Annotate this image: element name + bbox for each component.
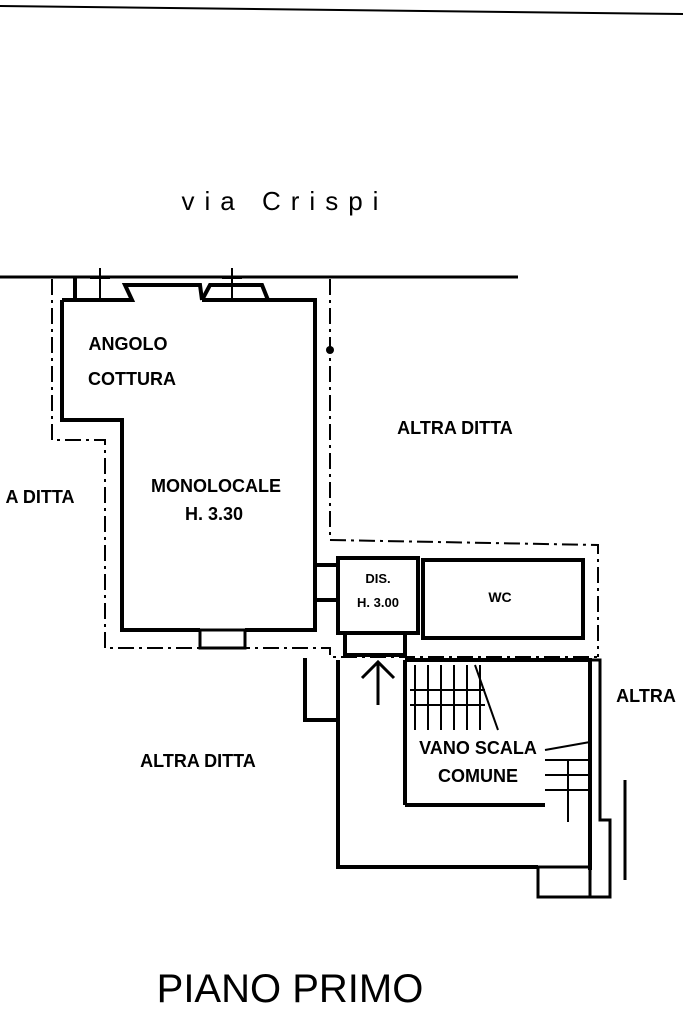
street-label: via Crispi — [182, 186, 389, 216]
dis-wc-walls — [315, 556, 585, 657]
label-neighbor-right-top: ALTRA DITTA — [397, 418, 513, 438]
label-neighbor-left: A DITTA — [6, 487, 75, 507]
label-monolocale-1: MONOLOCALE — [151, 476, 281, 496]
label-dis-2: H. 3.00 — [357, 595, 399, 610]
entrance-arrow-icon — [360, 659, 396, 705]
label-neighbor-right-edge: ALTRA — [616, 686, 676, 706]
label-monolocale-2: H. 3.30 — [185, 504, 243, 524]
apartment-walls — [60, 268, 338, 650]
label-vano-2: COMUNE — [438, 766, 518, 786]
label-wc: WC — [488, 589, 511, 605]
floor-title: PIANO PRIMO — [157, 967, 424, 1011]
label-angolo-1: ANGOLO — [89, 334, 168, 354]
property-boundary — [51, 279, 600, 658]
label-dis-1: DIS. — [365, 571, 390, 586]
stair-treads — [410, 664, 591, 822]
label-neighbor-bottom-left: ALTRA DITTA — [140, 751, 256, 771]
top-border-line — [0, 5, 683, 15]
stair-walls — [303, 658, 627, 899]
wall-dot — [326, 346, 334, 354]
label-vano-1: VANO SCALA — [419, 738, 537, 758]
label-angolo-2: COTTURA — [88, 369, 176, 389]
